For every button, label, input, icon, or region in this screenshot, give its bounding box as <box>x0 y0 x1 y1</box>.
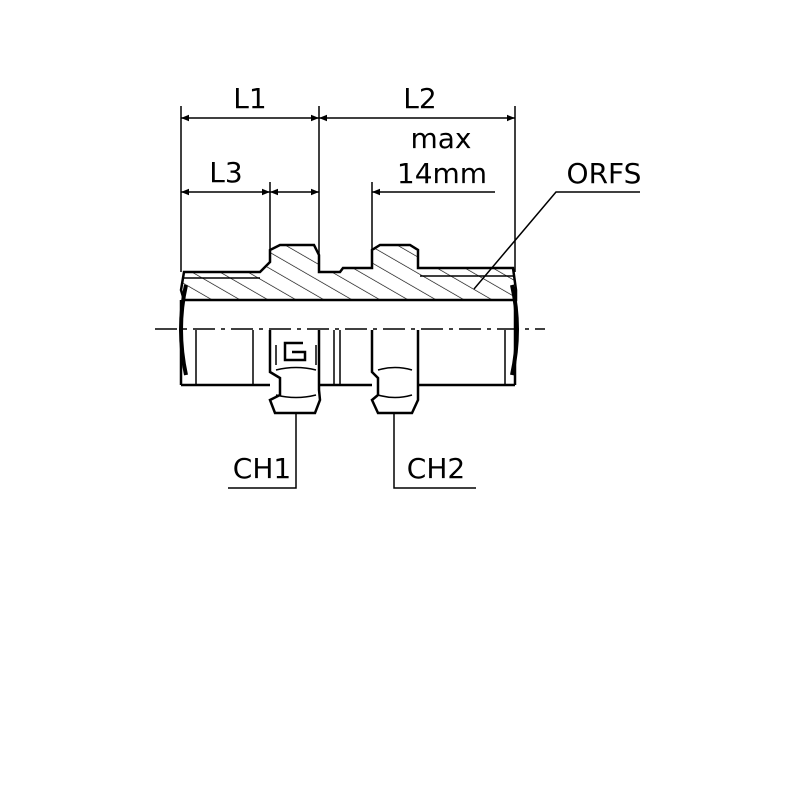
dimension-lines <box>181 114 515 196</box>
label-ch2: CH2 <box>407 452 465 485</box>
leader-ch2 <box>393 385 476 489</box>
label-14mm: 14mm <box>397 157 487 190</box>
label-orfs: ORFS <box>567 157 642 190</box>
exterior-lower-half <box>179 300 517 387</box>
hex-ch1 <box>268 330 322 415</box>
leader-ch1 <box>228 385 297 489</box>
section-upper-half <box>179 243 518 302</box>
leader-lines <box>228 191 640 489</box>
label-max: max <box>410 122 471 155</box>
label-l3: L3 <box>209 156 242 189</box>
leader-orfs <box>473 191 640 290</box>
label-l1: L1 <box>233 82 266 115</box>
hex-ch2 <box>370 330 420 415</box>
label-l2: L2 <box>403 82 436 115</box>
o-rings <box>179 284 519 376</box>
label-ch1: CH1 <box>233 452 291 485</box>
brand-logo <box>283 341 307 362</box>
